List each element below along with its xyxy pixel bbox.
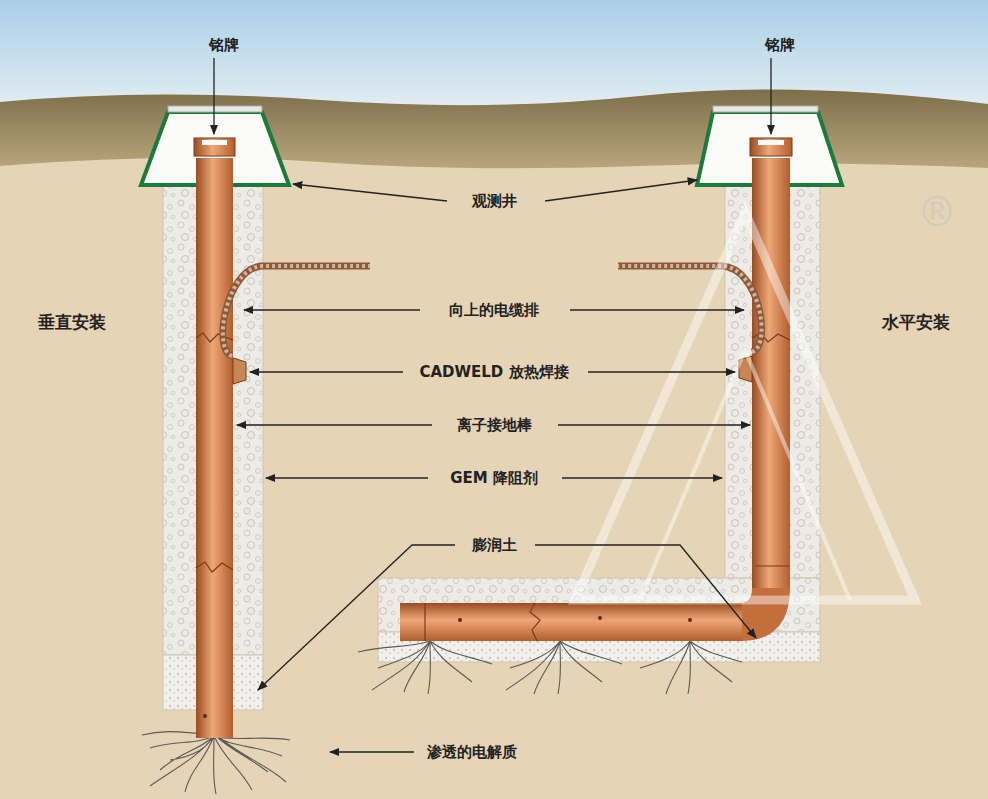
install-title: 水平安装 [878,311,954,333]
rod-joint [755,565,790,566]
ground-rod [196,142,233,738]
soil [0,90,988,799]
leader-line [535,545,756,638]
weld-label: CADWELD 放热焊接 [415,362,572,382]
rod-joint [530,603,540,641]
bentonite-label: 膨润土 [468,535,521,555]
cable-braid [223,266,370,356]
leader-line [266,477,428,478]
ground-rod [196,158,233,188]
rod-cap [750,138,792,156]
rod-joints [196,333,233,572]
cable-label: 向上的电缆排 [445,300,543,320]
well-label: 观测井 [468,191,521,211]
watermark-triangle [575,212,915,600]
ground-rod [752,158,790,188]
leader-line [770,58,771,134]
nameplate-label: 铭牌 [205,35,243,55]
rod-hole [203,714,207,718]
rod-hole [458,618,462,622]
rod-hole [688,618,692,622]
nameplate [758,140,784,145]
leader-line [213,58,214,134]
leader-line [562,477,722,478]
root-lines [358,641,492,694]
watermark-line [640,350,850,600]
leader-lines [214,58,771,752]
leader-line [244,309,420,310]
electrolyte-label: 渗透的电解质 [423,742,521,762]
topsoil [0,90,988,169]
well-lid [713,106,818,112]
rod-joint [196,333,233,342]
fill-label: GEM 降阻剂 [446,468,542,488]
leader-line [545,180,697,201]
root-lines [640,641,742,694]
rod-cap [194,138,235,156]
leader-line [570,309,744,310]
ground-rod [752,142,790,590]
rod-label: 离子接地棒 [453,415,536,435]
watermark: ® [913,187,961,237]
well-lid [168,106,262,112]
root-lines [506,641,622,694]
nameplate [202,140,227,145]
leader-line [330,751,414,752]
root-lines [142,732,290,794]
rod-joint [196,562,233,572]
leader-line [258,545,455,690]
leader-line [293,184,447,201]
rod-hole [598,616,602,620]
nameplate-label: 铭牌 [761,35,799,55]
install-title: 垂直安装 [34,311,110,333]
rod-joint [424,603,425,641]
watermark-line [575,212,915,600]
cadweld-weld [233,358,246,384]
leader-line [588,371,735,372]
ground-rod [400,603,742,641]
cable-braid [223,266,370,356]
leader-line [558,424,750,425]
leader-line [237,424,432,425]
leader-line [250,371,403,372]
